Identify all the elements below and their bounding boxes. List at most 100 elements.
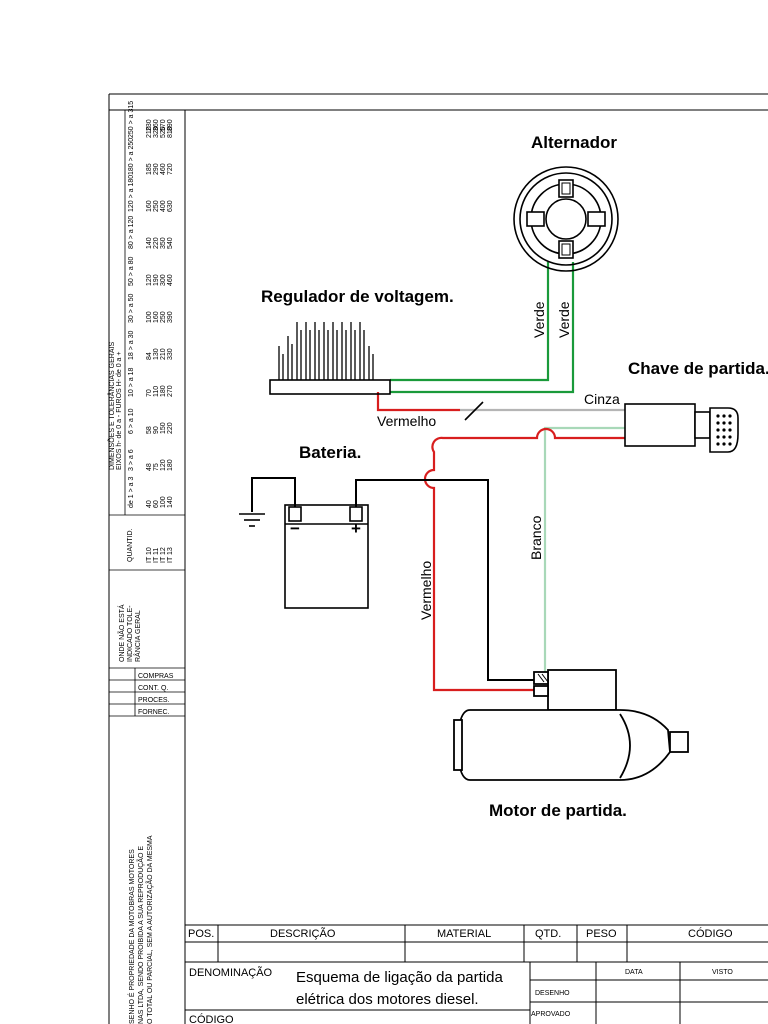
drawing-frame (108, 93, 768, 1024)
alternator-icon (513, 166, 619, 272)
wire-green-1-label: Verde (531, 301, 547, 338)
tolerance-value: 460 (167, 274, 174, 286)
denominacao-line-2: elétrica dos motores diesel. (296, 991, 479, 1008)
tolerance-value: 720 (167, 163, 174, 175)
switch-key-holes (716, 414, 732, 446)
tolerance-table: DIMENSÕES E TOLERÂNCIAS GERAIS EIXOS h- … (107, 101, 185, 1024)
wire-gray-label: Cinza (584, 391, 620, 407)
tolerance-value: 220 (153, 237, 160, 249)
tolerance-value: 140 (167, 496, 174, 508)
battery-negative-terminal: − (290, 519, 300, 538)
tolerance-value: 180 (167, 459, 174, 471)
col-header-material: MATERIAL (437, 928, 491, 940)
tolerance-value: 185 (146, 163, 153, 175)
key-hole (728, 414, 732, 418)
it-grade: IT 10 (146, 547, 153, 563)
visto-label: VISTO (712, 969, 733, 976)
tolerance-value: 60 (153, 500, 160, 508)
tolerance-value: 250 (153, 200, 160, 212)
heatsink-fins (278, 322, 374, 380)
tolerance-value: 130 (153, 348, 160, 360)
key-hole (728, 421, 732, 425)
it-grade: IT 13 (167, 547, 174, 563)
starter-motor-icon (453, 669, 689, 781)
tolerance-value: 190 (153, 274, 160, 286)
wire-white-label: Branco (528, 515, 544, 560)
tolerance-range: 80 > a 120 (128, 216, 135, 249)
tolerance-value: 570 (160, 119, 167, 131)
tolerance-range: 250 > a 315 (128, 101, 135, 138)
key-hole (728, 428, 732, 432)
tolerance-value: 120 (146, 274, 153, 286)
copyright-line: O TOTAL OU PARCIAL, SEM A AUTORIZAÇÃO DA… (145, 835, 154, 1024)
wire-red-1-label: Vermelho (377, 413, 436, 429)
tolerance-range: 30 > a 50 (128, 294, 135, 323)
starter-motor-label: Motor de partida. (489, 801, 627, 820)
tolerance-value: 390 (167, 311, 174, 323)
key-hole (722, 421, 726, 425)
tolerance-range: 3 > a 6 (128, 449, 135, 471)
key-hole (728, 435, 732, 439)
it-grade: IT 12 (160, 547, 167, 563)
tolerance-value: 160 (153, 311, 160, 323)
alternator-label: Alternador (531, 133, 617, 152)
battery-label: Bateria. (299, 443, 361, 462)
wires (251, 262, 625, 692)
key-hole (716, 414, 720, 418)
wire-break-mark (464, 401, 484, 421)
tolerance-value: 330 (167, 348, 174, 360)
col-header-pos: POS. (188, 928, 214, 940)
tolerance-value: 270 (167, 385, 174, 397)
wire-red-main (423, 427, 625, 692)
quantity-label: QUANTID. (127, 529, 134, 563)
tolerance-value: 520 (160, 126, 167, 138)
col-header-qtd: QTD. (535, 928, 561, 940)
ground-icon (239, 513, 265, 527)
tolerance-note-line: RÂNCIA GERAL (133, 610, 142, 662)
wire-black-battery-positive (355, 479, 534, 681)
key-hole (722, 442, 726, 446)
tolerance-value: 250 (160, 311, 167, 323)
col-header-descricao: DESCRIÇÃO (270, 927, 336, 940)
col-header-peso: PESO (586, 928, 617, 940)
department-item: COMPRAS (138, 673, 174, 680)
department-item: PROCES. (138, 697, 170, 704)
tolerance-value: 120 (160, 459, 167, 471)
key-hole (722, 435, 726, 439)
tolerance-note-line: ONDE NÃO ESTÁ (117, 604, 126, 662)
key-hole (722, 428, 726, 432)
denominacao-label: DENOMINAÇÃO (189, 966, 273, 979)
tolerance-range: 50 > a 80 (128, 257, 135, 286)
aprovado-label: APROVADO (531, 1011, 571, 1018)
tolerance-value: 210 (146, 126, 153, 138)
desenho-label: DESENHO (535, 990, 570, 997)
key-hole (716, 435, 720, 439)
wire-green-1 (390, 262, 550, 382)
battery-icon (284, 504, 369, 609)
tolerance-value: 70 (146, 389, 153, 397)
tolerance-value: 48 (146, 463, 153, 471)
tolerance-range: 180 > a 250 (128, 138, 135, 175)
tolerance-value: 400 (160, 200, 167, 212)
tolerance-value: 110 (153, 386, 160, 397)
tolerance-value: 58 (146, 426, 153, 434)
tolerance-title: DIMENSÕES E TOLERÂNCIAS GERAIS (107, 342, 116, 470)
wire-green-2-label: Verde (556, 301, 572, 338)
tolerance-value: 150 (160, 422, 167, 434)
tolerance-range: de 1 > a 3 (128, 477, 135, 508)
tolerance-note-line: INDICADO TOLE- (127, 605, 134, 662)
tolerance-value: 210 (160, 348, 167, 360)
tolerance-value: 810 (167, 126, 174, 138)
key-hole (716, 421, 720, 425)
it-grade: IT 11 (153, 548, 160, 563)
tolerance-value: 360 (153, 119, 160, 131)
data-label: DATA (625, 969, 643, 976)
tolerance-value: 300 (160, 274, 167, 286)
tolerance-value: 84 (146, 352, 153, 360)
wire-red-regulator (376, 392, 460, 412)
tolerance-value: 320 (153, 126, 160, 138)
tolerance-range: 6 > a 10 (128, 408, 135, 434)
